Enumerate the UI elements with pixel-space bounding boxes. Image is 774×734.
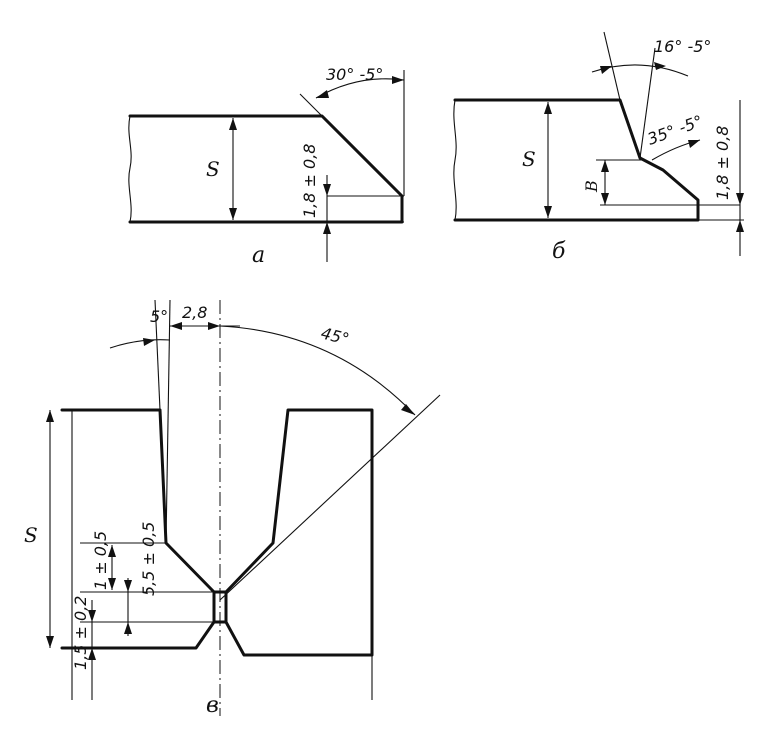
- figure-c-groove-angle-label: 5°: [150, 307, 168, 326]
- figure-c-tol2-label: 5,5 ± 0,5: [139, 522, 158, 596]
- figure-c-bevel-angle-arc: [219, 325, 416, 416]
- figure-b-plate-outline: [453, 98, 700, 222]
- figure-b-upper-angle-label: 16° -5°: [654, 37, 711, 56]
- figure-a-rootface-label: 1,8 ± 0,8: [300, 144, 319, 218]
- figure-c-tol3-label: 1,5 ± 0,2: [71, 596, 90, 670]
- figure-b-rootface-label: 1,8 ± 0,8: [713, 126, 732, 200]
- figure-b-step-label: B: [582, 180, 601, 193]
- figure-a-plate-outline: [128, 114, 404, 224]
- figure-c-caption: в: [206, 693, 219, 718]
- figure-a-thickness-label: S: [206, 157, 220, 181]
- figure-c-bevel-angle-label: 45°: [319, 323, 351, 348]
- figure-b-caption: б: [552, 239, 566, 264]
- figure-a: S 1,8 ± 0,8 30° -5° а: [128, 65, 405, 268]
- figure-b: S B 1,8 ± 0,8 16° -5° 35° -5° б: [453, 31, 744, 264]
- figure-c: 5° 2,8 45° S 1 ± 0,5 5,5 ± 0,5: [24, 299, 441, 718]
- figure-c-tol1-label: 1 ± 0,5: [91, 531, 110, 590]
- figure-c-thickness-label: S: [24, 523, 38, 547]
- figure-a-break-line: [128, 115, 132, 223]
- figure-b-lower-angle-label: 35° -5°: [645, 111, 705, 148]
- figure-b-thickness-label: S: [522, 147, 536, 171]
- figure-c-offset-label: 2,8: [182, 303, 207, 322]
- figure-c-groove-angle-arc: [109, 339, 171, 349]
- figure-a-caption: а: [252, 243, 265, 268]
- figure-a-angle-label: 30° -5°: [326, 65, 383, 84]
- figure-c-right-plate: [224, 408, 374, 657]
- figure-b-break-line: [453, 99, 457, 221]
